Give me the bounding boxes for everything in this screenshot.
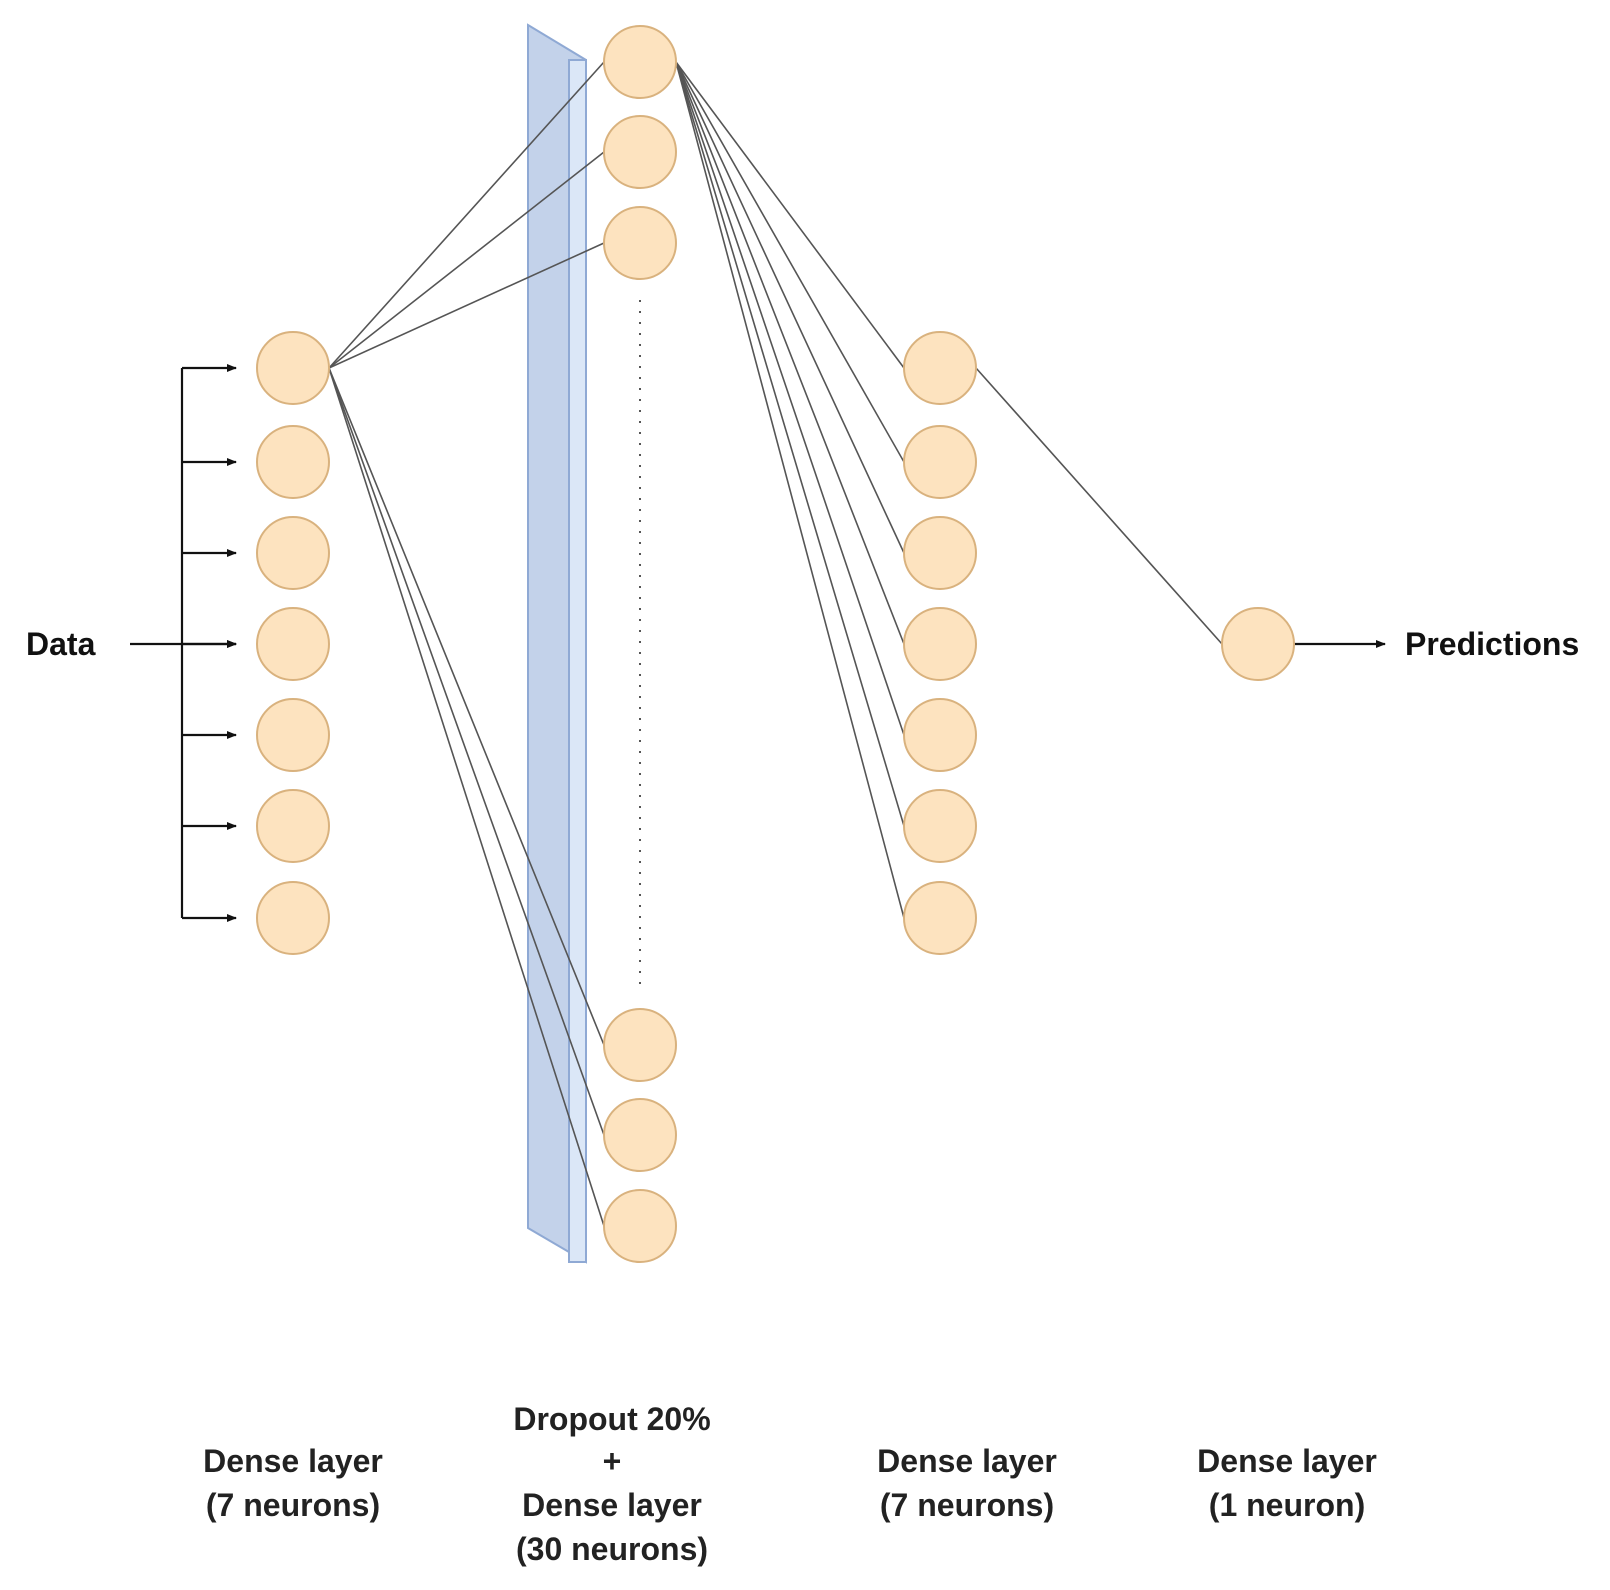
layer1-neuron bbox=[256, 331, 330, 405]
connections bbox=[328, 61, 1223, 1227]
layer2-subtitle: (30 neurons) bbox=[516, 1531, 708, 1567]
output-label: Predictions bbox=[1405, 626, 1579, 662]
layer3-subtitle: (7 neurons) bbox=[880, 1487, 1054, 1523]
layer2-neuron bbox=[603, 25, 677, 99]
layer3-neuron bbox=[903, 607, 977, 681]
output-neuron bbox=[1221, 607, 1295, 681]
input-bus bbox=[130, 364, 237, 922]
connection-l2-l3 bbox=[675, 61, 905, 827]
layer2-neuron bbox=[603, 1189, 677, 1263]
input-label: Data bbox=[26, 626, 96, 662]
layer2-plus: + bbox=[603, 1443, 622, 1479]
layer1-neuron bbox=[256, 425, 330, 499]
connection-l2-l3 bbox=[675, 61, 905, 369]
dropout-panel-front bbox=[568, 59, 587, 1263]
connection-l2-l3 bbox=[675, 61, 905, 645]
layer3-neuron bbox=[903, 516, 977, 590]
connection-l2-l3 bbox=[675, 61, 905, 554]
connection-l1-l2 bbox=[328, 151, 605, 369]
connection-l2-l3 bbox=[675, 61, 905, 736]
connection-l2-l3 bbox=[675, 61, 905, 919]
layer3-neuron bbox=[903, 698, 977, 772]
layer2-dropout: Dropout 20% bbox=[513, 1401, 710, 1437]
layer3-neuron bbox=[903, 789, 977, 863]
layer1-caption: Dense layer (7 neurons) bbox=[203, 1443, 383, 1523]
layer3-title: Dense layer bbox=[877, 1443, 1057, 1479]
layer3-neuron bbox=[903, 331, 977, 405]
connection-l3-l4 bbox=[975, 367, 1223, 645]
connection-l1-l2 bbox=[328, 61, 605, 369]
connection-l1-l2 bbox=[328, 367, 605, 1046]
layer4-subtitle: (1 neuron) bbox=[1209, 1487, 1365, 1523]
layer4-caption: Dense layer (1 neuron) bbox=[1197, 1443, 1377, 1523]
layer4-title: Dense layer bbox=[1197, 1443, 1377, 1479]
layer2-caption: Dropout 20% + Dense layer (30 neurons) bbox=[513, 1401, 710, 1567]
layer2-neuron bbox=[603, 1008, 677, 1082]
layer3-neuron bbox=[903, 425, 977, 499]
layer3-caption: Dense layer (7 neurons) bbox=[877, 1443, 1057, 1523]
layer2-neuron bbox=[603, 1098, 677, 1172]
layer2-neuron bbox=[603, 206, 677, 280]
layer3-neuron bbox=[903, 881, 977, 955]
layer1-neuron bbox=[256, 789, 330, 863]
layer1-neuron bbox=[256, 516, 330, 590]
layer1-neuron bbox=[256, 881, 330, 955]
connection-l1-l2 bbox=[328, 367, 605, 1227]
connection-l2-l3 bbox=[675, 61, 905, 463]
neurons bbox=[256, 25, 1295, 1263]
layer1-title: Dense layer bbox=[203, 1443, 383, 1479]
layer2-title: Dense layer bbox=[522, 1487, 702, 1523]
connection-l1-l2 bbox=[328, 242, 605, 369]
layer1-neuron bbox=[256, 607, 330, 681]
layer1-subtitle: (7 neurons) bbox=[206, 1487, 380, 1523]
connection-l1-l2 bbox=[328, 367, 605, 1136]
layer1-neuron bbox=[256, 698, 330, 772]
layer2-neuron bbox=[603, 115, 677, 189]
dropout-panel bbox=[527, 23, 587, 1264]
